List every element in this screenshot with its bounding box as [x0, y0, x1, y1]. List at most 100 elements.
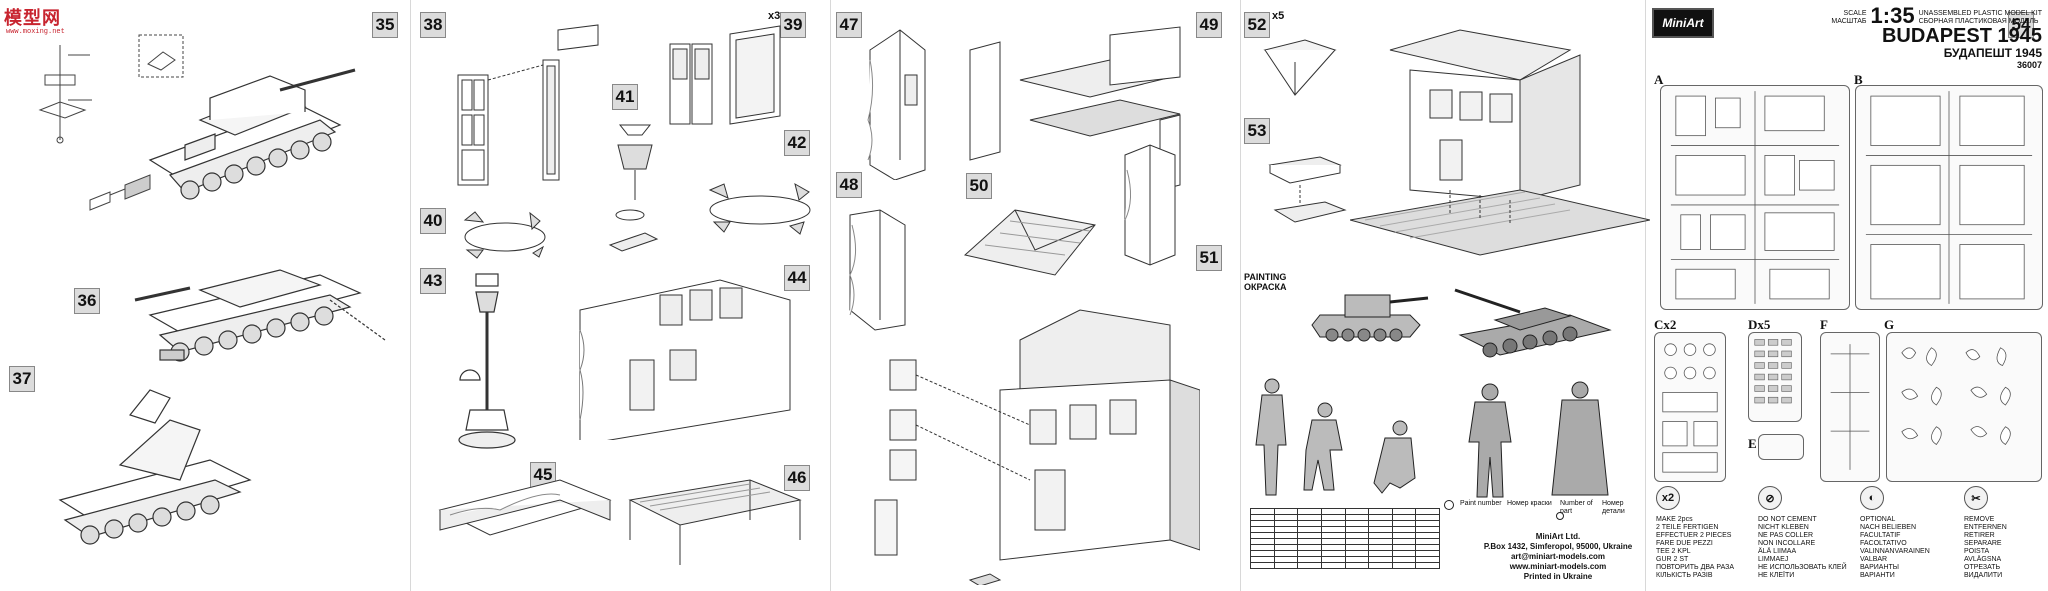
sprue-label: E	[1748, 436, 1757, 451]
sprue-frame-b	[1855, 85, 2043, 310]
symbol-line: ÄLÄ LIIMAA	[1758, 548, 1797, 555]
painting-label-ru: ОКРАСКА	[1244, 282, 1287, 292]
symbol-line: DO NOT CEMENT	[1758, 516, 1817, 523]
sprue-label: Dx5	[1748, 317, 1771, 332]
table-cell	[1344, 562, 1370, 569]
symbol-line: ВАРІАНТИ	[1860, 572, 1895, 579]
scale-label: SCALE МАСШТАБ	[1831, 10, 1866, 26]
step-number: 41	[612, 84, 638, 110]
page-fold	[830, 0, 831, 591]
scale-label-en: SCALE	[1843, 10, 1867, 17]
sprue-label: F	[1820, 317, 1828, 332]
legend-part-en: Number of part	[1560, 500, 1593, 515]
sprue-label: Cx2	[1654, 317, 1677, 332]
symbol-line: ENTFERNEN	[1964, 524, 2007, 531]
building-assembly-drawing	[870, 300, 1200, 585]
sprue-frame-f	[1820, 332, 1880, 482]
scissors-icon: ✂	[1964, 486, 1988, 510]
table-cell	[1297, 562, 1322, 569]
symbol-line: POISTA	[1964, 548, 1990, 555]
symbol-line: TEE 2 KPL	[1656, 548, 1691, 555]
symbol-line: ВАРИАНТЫ	[1860, 564, 1900, 571]
part-number-circle	[1556, 512, 1564, 520]
kit-title-en: BUDAPEST 1945	[1881, 25, 2042, 47]
symbol-line: FARE DUE PEZZI	[1656, 540, 1713, 547]
symbol-line: NACH BELIEBEN	[1860, 524, 1917, 531]
tank-drawing-step-36	[130, 230, 390, 390]
table-cell	[1273, 562, 1299, 569]
step-number: 43	[420, 268, 446, 294]
step-number: 39	[780, 12, 806, 38]
symbol-line: AVLÄGSNA	[1964, 556, 2002, 563]
multiplier-label: x5	[1272, 10, 1285, 22]
table-cell	[1368, 562, 1393, 569]
symbol-line: ВИДАЛИТИ	[1964, 572, 2003, 579]
soldier-figures-drawing	[1250, 370, 1425, 505]
kit-number: 36007	[2016, 60, 2042, 70]
sprue-frame-g	[1886, 332, 2042, 482]
table-row	[1250, 562, 1440, 569]
step-number: 37	[9, 366, 35, 392]
step-number: 38	[420, 12, 446, 38]
step-number: 48	[836, 172, 862, 198]
painting-heading: PAINTING ОКРАСКА	[1244, 272, 1286, 292]
legend-paint: Paint number	[1460, 500, 1502, 508]
page-fold	[410, 0, 411, 591]
symbol-line: REMOVE	[1964, 516, 1995, 523]
sprue-frame-e	[1758, 434, 1804, 460]
ruined-building-drawing	[1350, 20, 1650, 260]
base-slab-drawing	[430, 470, 620, 570]
sprue-frame-c	[1654, 332, 1726, 482]
company-street: P.Box 1432, Simferopol, 95000, Ukraine	[1483, 542, 1633, 551]
step-number: 42	[784, 130, 810, 156]
symbol-line: SEPARARE	[1964, 540, 2002, 547]
step-number: 44	[784, 265, 810, 291]
sprue-label: G	[1884, 317, 1895, 332]
table-cell	[1320, 562, 1346, 569]
canopy-drawing	[620, 470, 810, 570]
multiplier-label: x3	[768, 10, 781, 22]
company-email: art@miniart-models.com	[1510, 552, 1606, 561]
wall-corner-drawing	[850, 20, 940, 180]
symbol-line: КІЛЬКІСТЬ РАЗІВ	[1656, 572, 1713, 579]
legend-paint-en: Paint number	[1460, 500, 1502, 507]
watermark-logo: 模型网	[4, 8, 61, 28]
paint-color-table	[1250, 508, 1440, 569]
symbol-line: 2 TEILE FERTIGEN	[1656, 524, 1719, 531]
lamp-drawing	[600, 115, 670, 265]
wall-corner-drawing	[840, 205, 920, 335]
armor-plate-drawing	[80, 155, 180, 215]
optional-icon: ◐	[1860, 486, 1884, 510]
symbol-line: НЕ ИСПОЛЬЗОВАТЬ КЛЕЙ	[1758, 564, 1847, 571]
company-website: www.miniart-models.com	[1509, 562, 1607, 571]
page-fold	[1645, 0, 1646, 591]
step-number: 35	[372, 12, 398, 38]
miniart-logo: MiniArt	[1652, 8, 1714, 38]
tank-side-view-drawing	[1310, 280, 1430, 350]
no-glue-icon: ⊘	[1758, 486, 1782, 510]
company-address: MiniArt Ltd. P.Box 1432, Simferopol, 950…	[1448, 532, 1668, 582]
table-row	[1250, 514, 1440, 521]
table-cell	[1391, 562, 1417, 569]
debris-drawing	[1260, 30, 1340, 100]
painting-label-en: PAINTING	[1244, 272, 1287, 282]
symbol-line: FACOLTATIVO	[1860, 540, 1907, 547]
bracket-ring-drawing	[700, 180, 820, 240]
kit-description-en: UNASSEMBLED PLASTIC MODEL KIT	[1918, 10, 2042, 17]
table-row	[1250, 532, 1440, 539]
symbol-line: ОТРЕЗАТЬ	[1964, 564, 2001, 571]
table-cell	[1250, 562, 1275, 569]
logo-text: MiniArt	[1662, 16, 1704, 30]
sprue-label: B	[1854, 72, 1863, 87]
table-row	[1250, 544, 1440, 551]
page-fold	[1240, 0, 1241, 591]
printed-note: Printed in Ukraine	[1523, 572, 1593, 581]
legend-part-ru: Номер детали	[1602, 500, 1625, 515]
step-number: 40	[420, 208, 446, 234]
symbol-line: FACULTATIF	[1860, 532, 1901, 539]
window-frame-drawing	[428, 20, 628, 190]
